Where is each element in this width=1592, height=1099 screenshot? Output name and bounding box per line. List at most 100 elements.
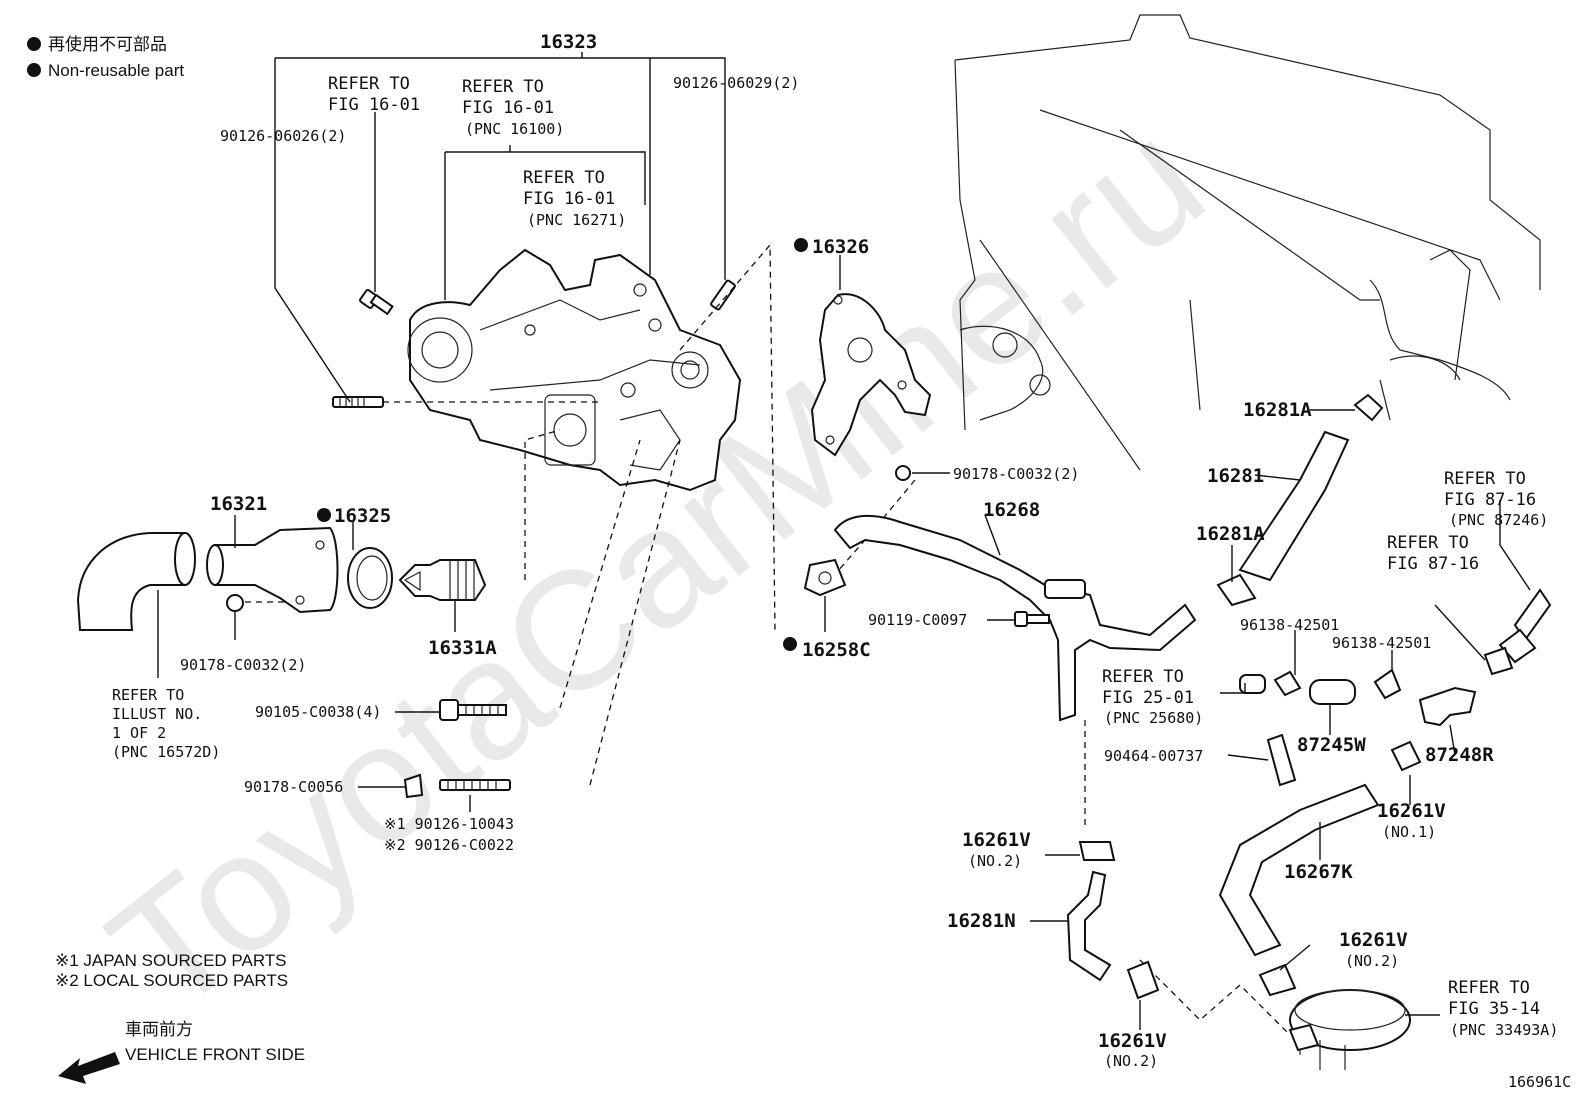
leaders-16323 xyxy=(274,52,726,403)
part-number-16325: 16325 xyxy=(334,505,391,527)
stud-bolt-right xyxy=(710,279,736,311)
figure-id: 166961C xyxy=(1508,1073,1571,1091)
ref-fig-25-01: FIG 25-01 xyxy=(1102,688,1194,708)
ref-fig-87-16: FIG 87-16 xyxy=(1444,490,1536,510)
source-notes: ※1 JAPAN SOURCED PARTS ※2 LOCAL SOURCED … xyxy=(55,951,288,990)
ref-illust-of: 1 OF 2 xyxy=(112,724,166,742)
clamp-upper-right xyxy=(1434,604,1514,676)
part-number-90105-c0038: 90105-C0038(4) xyxy=(255,703,381,721)
part-number-90126-c0022: ※2 90126-C0022 xyxy=(384,836,514,854)
refer-to-text: REFER TO xyxy=(462,77,544,97)
clamp-16261V-no1 xyxy=(1390,740,1422,805)
part-number-90126-10043: ※1 90126-10043 xyxy=(384,815,514,833)
refer-to-text: REFER TO xyxy=(1444,469,1526,489)
vehicle-front-jp: 車両前方 xyxy=(125,1020,193,1039)
gasket-16258C xyxy=(803,558,847,632)
part-number-90178-c0032-left: 90178-C0032(2) xyxy=(180,656,306,674)
clamp-16261V-b xyxy=(1126,960,1160,1030)
refer-to-text: REFER TO xyxy=(523,168,605,188)
part-number-96138-42501: 96138-42501 xyxy=(1332,634,1431,652)
part-number-90126-06026: 90126-06026(2) xyxy=(220,127,346,145)
bolt-90105-c0038 xyxy=(439,699,507,721)
clamp-16281A-mid xyxy=(1216,545,1257,607)
legend-jp: 再使用不可部品 xyxy=(48,34,167,54)
radiator-hose xyxy=(76,532,196,631)
hose-upper-right xyxy=(1498,500,1552,664)
refer-to-text: REFER TO xyxy=(1387,533,1469,553)
vehicle-front-en: VEHICLE FRONT SIDE xyxy=(125,1045,305,1064)
ref-fig-16-01: FIG 16-01 xyxy=(328,95,420,115)
refer-to-text: REFER TO xyxy=(1102,667,1184,687)
part-number-87245W: 87245W xyxy=(1297,734,1366,756)
part-number-16321: 16321 xyxy=(210,493,267,515)
labels: 16323 REFER TO FIG 16-01 REFER TO FIG 16… xyxy=(112,31,1558,1070)
legend-en: Non-reusable part xyxy=(48,61,184,80)
engine-block xyxy=(954,14,1541,471)
water-inlet-16321 xyxy=(206,526,339,614)
part-number-90119-c0097: 90119-C0097 xyxy=(868,611,967,629)
stud-bolt-left xyxy=(332,396,384,408)
part-number-90178-c0056: 90178-C0056 xyxy=(244,778,343,796)
refer-to-text: REFER TO xyxy=(112,686,184,704)
part-number-16261V: 16261V xyxy=(1098,1030,1167,1052)
note-local-sourced: ※2 LOCAL SOURCED PARTS xyxy=(55,971,288,990)
nut-90178-c0032-top xyxy=(895,465,950,481)
part-number-16258C: 16258C xyxy=(802,639,871,661)
label-no2: (NO.2) xyxy=(1345,952,1399,970)
thermostat-16331A xyxy=(398,559,487,601)
ref-pnc-87246: (PNC 87246) xyxy=(1449,511,1548,529)
part-number-90178-c0032: 90178-C0032(2) xyxy=(953,465,1079,483)
part-number-16281A: 16281A xyxy=(1196,523,1265,545)
label-no1: (NO.1) xyxy=(1382,823,1436,841)
part-number-16268: 16268 xyxy=(983,499,1040,521)
gasket-16326 xyxy=(810,255,932,457)
ref-fig-16-01: FIG 16-01 xyxy=(462,98,554,118)
part-number-16281N: 16281N xyxy=(947,910,1016,932)
part-number-87248R: 87248R xyxy=(1425,744,1494,766)
oil-cooler xyxy=(1288,989,1440,1070)
part-number-90464-00737: 90464-00737 xyxy=(1104,747,1203,765)
clamp-90464-00737 xyxy=(1227,733,1297,787)
arrow-left-icon xyxy=(58,1052,120,1084)
hose-16281N xyxy=(1030,870,1112,982)
gasket-16325 xyxy=(347,547,393,609)
non-reusable-dot-icon xyxy=(783,637,797,651)
note-japan-sourced: ※1 JAPAN SOURCED PARTS xyxy=(55,951,287,970)
part-number-16326: 16326 xyxy=(812,236,869,258)
clamp-16261V-c xyxy=(1258,944,1311,997)
non-reusable-dot-icon xyxy=(794,238,808,252)
ref-pnc-16100: (PNC 16100) xyxy=(465,120,564,138)
hose-16281 xyxy=(1238,430,1350,582)
leaders-lower-left xyxy=(157,515,471,812)
part-number-16261V: 16261V xyxy=(1339,929,1408,951)
bolt-top xyxy=(359,289,394,316)
non-reusable-dot-icon xyxy=(27,37,41,51)
part-number-16331A: 16331A xyxy=(428,637,497,659)
legend: 再使用不可部品 Non-reusable part xyxy=(27,34,184,80)
part-number-96138-42501: 96138-42501 xyxy=(1240,616,1339,634)
ref-pnc-25680: (PNC 25680) xyxy=(1104,709,1203,727)
ref-fig-16-01: FIG 16-01 xyxy=(523,189,615,209)
hose-87245W-group xyxy=(1220,630,1402,735)
ref-pnc-16572D: (PNC 16572D) xyxy=(112,743,220,761)
part-number-16267K: 16267K xyxy=(1284,861,1353,883)
vehicle-front-indicator: 車両前方 VEHICLE FRONT SIDE xyxy=(58,1020,305,1084)
ref-illust-no: ILLUST NO. xyxy=(112,705,202,723)
ref-fig-35-14: FIG 35-14 xyxy=(1448,999,1540,1019)
bolt-90119-c0097 xyxy=(987,611,1050,627)
clamp-16281A-top xyxy=(1310,393,1384,422)
clamp-16261V-a xyxy=(1045,841,1116,861)
refer-to-text: REFER TO xyxy=(328,74,410,94)
label-no2: (NO.2) xyxy=(968,852,1022,870)
nut-90178-c0032-left xyxy=(226,594,244,612)
ref-pnc-33493A: (PNC 33493A) xyxy=(1450,1021,1558,1039)
ref-fig-87-16: FIG 87-16 xyxy=(1387,554,1479,574)
label-no2: (NO.2) xyxy=(1104,1052,1158,1070)
valve-87248R xyxy=(1418,686,1477,756)
hose-16267K xyxy=(1218,783,1380,957)
part-number-16261V: 16261V xyxy=(1377,800,1446,822)
non-reusable-dot-icon xyxy=(317,508,331,522)
nut-90178-c0056 xyxy=(403,773,424,799)
refer-to-text: REFER TO xyxy=(1448,978,1530,998)
